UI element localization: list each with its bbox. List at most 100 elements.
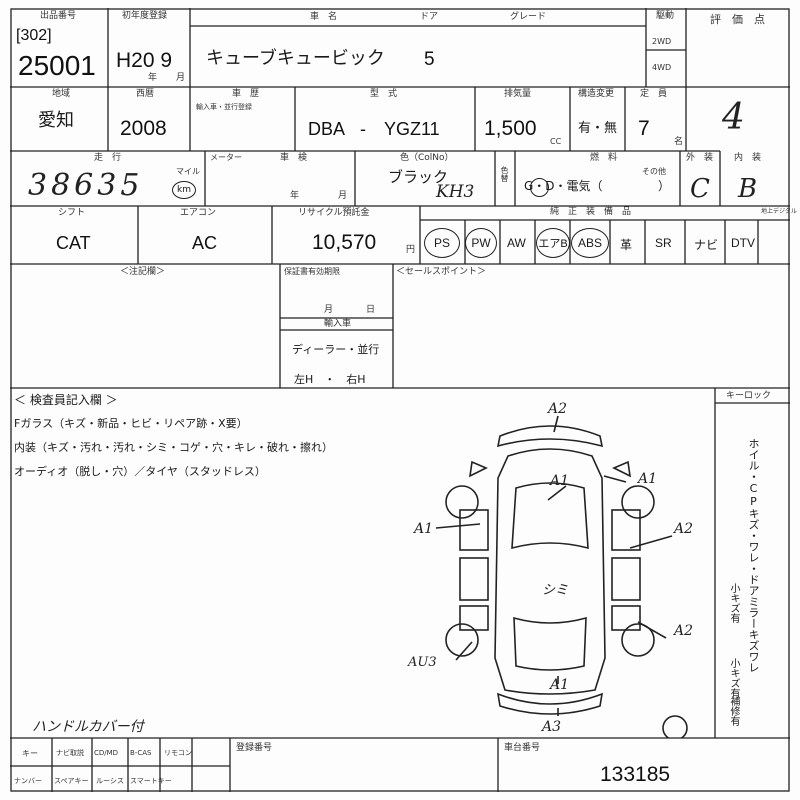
inspector-title: ＜ 検査員記入欄 ＞ [14, 393, 118, 407]
modify-label: 構造変更 [578, 89, 615, 99]
satellite-label: 地上デジタル [761, 208, 797, 215]
equip-airbag: エアB [536, 228, 570, 258]
ac-value: AC [192, 233, 218, 253]
warranty-label: 保証書有効期限 [284, 267, 340, 276]
equip-leather: 革 [620, 238, 633, 252]
mark-hood: A1 [550, 473, 570, 489]
region-value: 愛知 [38, 110, 74, 131]
fuel-label: 燃 料 [590, 153, 618, 163]
chassis-label: 車台番号 [504, 743, 541, 753]
equip-abs: ABS [571, 228, 609, 258]
cc-label: 排気量 [504, 89, 532, 99]
first-reg-value: H20 9 [116, 49, 173, 72]
equip-aw: AW [507, 236, 526, 250]
equip-navi: ナビ [694, 238, 719, 252]
score-value: 4 [722, 97, 745, 138]
opt-rusys: ルーシス [96, 777, 124, 785]
fuel-close: ） [658, 179, 671, 193]
import-dealer: ディーラー・並行 [292, 343, 380, 356]
score-label: 評 価 点 [710, 13, 765, 26]
opt-number: ナンバー [14, 777, 42, 785]
mark-right-mirror: A1 [638, 471, 658, 487]
door-count: 5 [424, 49, 435, 70]
side-small-2: 小キズ有 [728, 658, 739, 698]
imported-label: 車 歴 [232, 89, 260, 99]
sales-point-label: ＜セールスポイント＞ [396, 267, 487, 277]
opt-navi-manual: ナビ取説 [56, 749, 84, 757]
mark-right-rear: A2 [674, 623, 694, 639]
side-notes: ホイル・CPキズ・ワレ・ドアミラーキズワレ [747, 438, 760, 673]
mark-left-front: A1 [414, 521, 434, 537]
meter-label: メーター [210, 153, 242, 162]
equipment-label: 純 正 装 備 品 [550, 207, 632, 217]
recycle-value: 10,570 [312, 231, 377, 254]
equip-pw: PW [465, 228, 497, 258]
opt-remote: リモコン [164, 749, 192, 757]
equip-ps: PS [424, 228, 460, 258]
mileage-unit-km: km [172, 181, 196, 199]
first-reg-year-unit: 年 [148, 73, 158, 83]
recycle-unit: 円 [406, 245, 416, 255]
warranty-day: 日 [366, 305, 376, 315]
drive-4wd: 4WD [652, 63, 672, 72]
import-label: 輸入車 [324, 319, 352, 329]
color-value: ブラック [388, 168, 449, 186]
car-name: キューブキュービック [206, 48, 385, 69]
mark-left-rear-wheel: AU3 [408, 655, 437, 670]
exterior-value: C [690, 174, 710, 204]
cc-value: 1,500 [484, 117, 537, 140]
sheet-frame: 出品番号 [302] 25001 初年度登録 H20 9 年 月 車 名 ドア … [10, 8, 797, 792]
shift-label: シフト [58, 208, 86, 218]
inspector-line-glass: Fガラス（キズ・新品・ヒビ・リペア跡・X要） [14, 417, 248, 430]
mileage-label: 走 行 [94, 153, 122, 163]
first-reg-month-unit: 月 [176, 73, 186, 83]
car-diagram [435, 415, 688, 738]
model-label: 型 式 [370, 89, 398, 99]
ac-label: エアコン [180, 208, 217, 218]
lot-venue: [302] [16, 27, 52, 44]
chassis-no: 133185 [600, 763, 671, 786]
key-lock-label: キーロック [726, 391, 772, 401]
cc-unit: CC [550, 137, 562, 146]
first-reg-label: 初年度登録 [122, 11, 168, 21]
mark-right-front-door: A2 [674, 521, 694, 537]
interior-value: B [738, 174, 758, 204]
seats-value: 7 [638, 117, 650, 140]
model-code: YGZ11 [384, 119, 440, 139]
mark-rear: A1 [550, 677, 570, 693]
fuel-other: その他 [642, 167, 666, 176]
model-dash: - [360, 119, 366, 139]
inspector-line-audio: オーディオ（脱し・穴）／タイヤ（スタッドレス） [14, 465, 266, 478]
modify-value: 有・無 [578, 121, 618, 136]
lot-number: 25001 [18, 50, 96, 81]
exterior-label: 外 装 [686, 153, 714, 163]
color-change-label: 色替 [500, 166, 509, 182]
opt-key: キー [22, 749, 38, 758]
color-code: KH3 [436, 182, 475, 202]
car-name-label: 車 名 [310, 12, 338, 22]
fuel-g-circle-mark [530, 178, 549, 197]
region-label: 地域 [52, 89, 71, 99]
equip-sr: SR [655, 236, 672, 250]
door-label: ドア [420, 12, 439, 22]
inspection-month: 月 [338, 191, 348, 201]
mark-front-bumper: A2 [548, 401, 568, 417]
interior-label: 内 装 [734, 153, 762, 163]
shift-value: CAT [56, 233, 91, 253]
side-small-1: 小キズ有 [728, 583, 739, 623]
inspection-year: 年 [290, 191, 300, 201]
opt-spare-key: スペアキー [54, 777, 89, 785]
year-label: 西暦 [136, 89, 155, 99]
handwritten-note: ハンドルカバー付 [32, 719, 144, 735]
model-prefix: DBA [308, 119, 346, 139]
seats-unit: 名 [674, 137, 684, 147]
mark-roof: シミ [542, 583, 569, 598]
color-label: 色（ColNo） [400, 153, 454, 163]
grid-lines [10, 8, 790, 792]
reg-no-label: 登録番号 [236, 743, 273, 753]
mileage-unit-mile: マイル [176, 167, 200, 176]
lot-label: 出品番号 [40, 11, 77, 21]
opt-bcas: B-CAS [130, 749, 152, 757]
inspection-label: 車 検 [280, 153, 308, 163]
